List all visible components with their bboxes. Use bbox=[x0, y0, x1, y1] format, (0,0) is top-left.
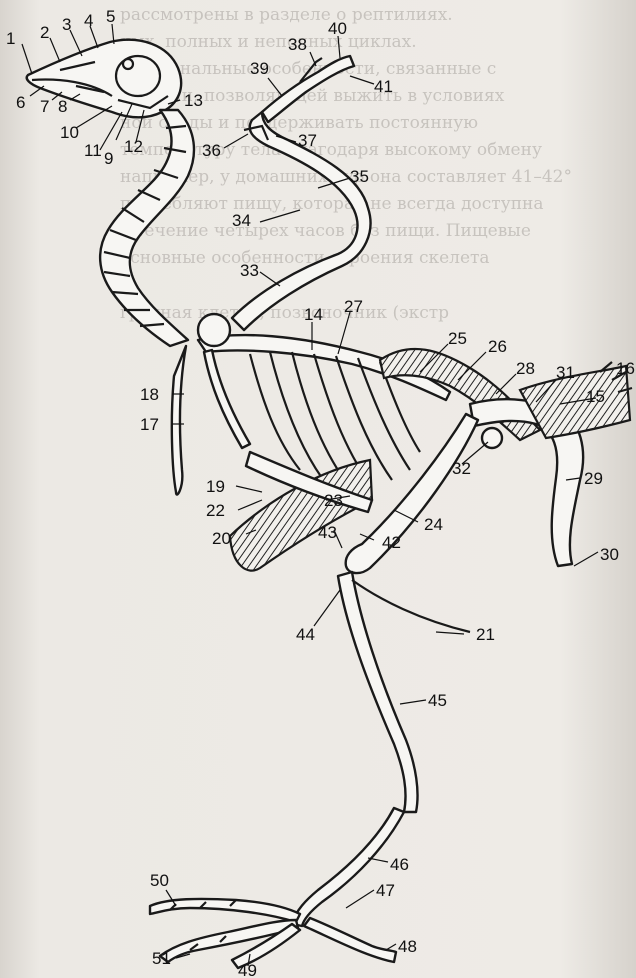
label-10: 10 bbox=[60, 123, 79, 142]
label-47: 47 bbox=[376, 881, 395, 900]
label-37: 37 bbox=[298, 131, 317, 150]
label-35: 35 bbox=[350, 167, 369, 186]
label-9: 9 bbox=[104, 149, 113, 168]
label-43: 43 bbox=[318, 523, 337, 542]
label-25: 25 bbox=[448, 329, 467, 348]
label-2: 2 bbox=[40, 23, 49, 42]
label-5: 5 bbox=[106, 7, 115, 26]
label-34: 34 bbox=[232, 211, 251, 230]
label-12: 12 bbox=[124, 137, 143, 156]
wing bbox=[232, 56, 370, 330]
label-46: 46 bbox=[390, 855, 409, 874]
label-20: 20 bbox=[212, 529, 231, 548]
label-40: 40 bbox=[328, 19, 347, 38]
label-49: 49 bbox=[238, 961, 257, 978]
label-48: 48 bbox=[398, 937, 417, 956]
label-26: 26 bbox=[488, 337, 507, 356]
label-38: 38 bbox=[288, 35, 307, 54]
label-30: 30 bbox=[600, 545, 619, 564]
label-8: 8 bbox=[58, 97, 67, 116]
label-33: 33 bbox=[240, 261, 259, 280]
label-11: 11 bbox=[84, 141, 102, 160]
label-28: 28 bbox=[516, 359, 535, 378]
label-18: 18 bbox=[140, 385, 159, 404]
foot bbox=[150, 899, 396, 968]
label-16: 16 bbox=[616, 359, 635, 378]
label-7: 7 bbox=[40, 97, 49, 116]
label-6: 6 bbox=[16, 93, 25, 112]
label-44: 44 bbox=[296, 625, 315, 644]
skull bbox=[27, 40, 181, 117]
label-29: 29 bbox=[584, 469, 603, 488]
label-32: 32 bbox=[452, 459, 471, 478]
label-1: 1 bbox=[6, 29, 15, 48]
label-23: 23 bbox=[324, 491, 343, 510]
cervical-vertebrae bbox=[100, 110, 194, 346]
label-51: 51 bbox=[152, 949, 171, 968]
label-4: 4 bbox=[84, 11, 93, 30]
label-24: 24 bbox=[424, 515, 443, 534]
label-31: 31 bbox=[556, 363, 575, 382]
label-21: 21 bbox=[476, 625, 495, 644]
label-15: 15 bbox=[586, 387, 605, 406]
label-45: 45 bbox=[428, 691, 447, 710]
label-42: 42 bbox=[382, 533, 401, 552]
label-17: 17 bbox=[140, 415, 159, 434]
label-36: 36 bbox=[202, 141, 221, 160]
label-3: 3 bbox=[62, 15, 71, 34]
label-14: 14 bbox=[304, 305, 323, 324]
label-13: 13 bbox=[184, 91, 203, 110]
label-41: 41 bbox=[374, 77, 393, 96]
label-27: 27 bbox=[344, 297, 363, 316]
label-39: 39 bbox=[250, 59, 269, 78]
label-22: 22 bbox=[206, 501, 225, 520]
label-19: 19 bbox=[206, 477, 225, 496]
label-50: 50 bbox=[150, 871, 169, 890]
